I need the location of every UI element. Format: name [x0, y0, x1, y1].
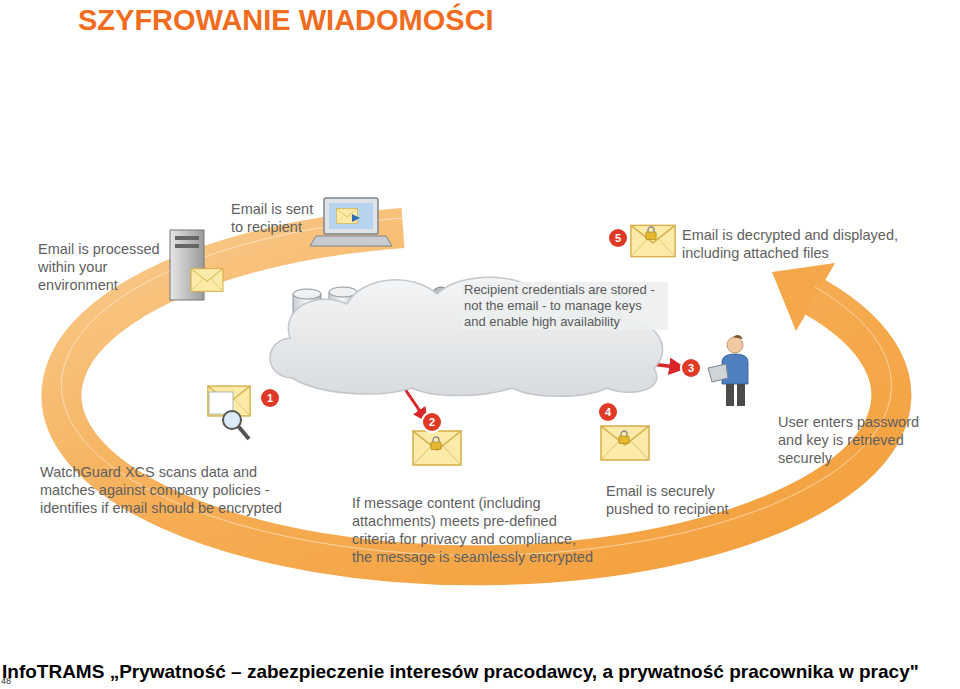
- cloud-node: Recipient credentials are stored - not t…: [262, 268, 672, 398]
- step-label: User enters password and key is retrieve…: [778, 413, 920, 467]
- cloud-text: Recipient credentials are stored - not t…: [462, 282, 668, 330]
- step-label: Email is securely pushed to recipient: [606, 482, 738, 518]
- callout-number: 1: [261, 389, 279, 407]
- page-title: SZYFROWANIE WIADOMOŚCI: [78, 4, 494, 37]
- step-label: If message content (including attachment…: [352, 494, 598, 566]
- callout-number: 4: [599, 403, 617, 421]
- step-label: Email is sent to recipient: [231, 200, 327, 236]
- callout-number: 3: [682, 359, 700, 377]
- callout-number: 2: [423, 413, 441, 431]
- page-number: 48: [1, 676, 11, 686]
- footer-text: InfoTRAMS „Prywatność – zabezpieczenie i…: [2, 661, 919, 683]
- callout-number: 5: [609, 229, 627, 247]
- step-label: WatchGuard XCS scans data and matches ag…: [40, 463, 308, 517]
- step-label: Email is decrypted and displayed, includ…: [682, 226, 914, 262]
- step-label: Email is processed within your environme…: [38, 240, 173, 294]
